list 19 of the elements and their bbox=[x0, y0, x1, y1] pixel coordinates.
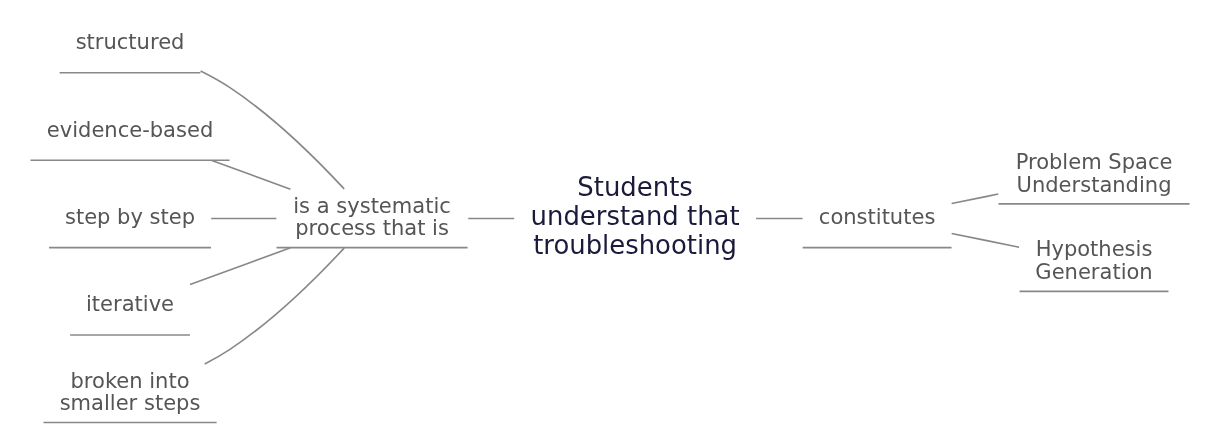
node-text: evidence-based bbox=[46, 116, 213, 142]
node-text: iterative bbox=[85, 291, 174, 317]
connector bbox=[188, 246, 291, 286]
connector bbox=[199, 70, 345, 190]
connector bbox=[203, 247, 345, 365]
connector bbox=[210, 159, 291, 191]
node-text: constitutes bbox=[818, 204, 935, 229]
node-text: Problem Space Understanding bbox=[1015, 148, 1172, 197]
connector bbox=[950, 232, 1020, 248]
node-text: broken into smaller steps bbox=[59, 367, 200, 416]
connector bbox=[950, 193, 999, 205]
node-text: structured bbox=[75, 29, 184, 55]
node-text: is a systematic process that is bbox=[292, 192, 451, 241]
node-text: Hypothesis Generation bbox=[1034, 236, 1153, 285]
connector bbox=[466, 217, 515, 220]
node-text: step by step bbox=[64, 204, 195, 229]
node-text: Students understand that troubleshooting bbox=[530, 171, 740, 260]
connector bbox=[209, 217, 277, 220]
connector bbox=[754, 217, 803, 220]
